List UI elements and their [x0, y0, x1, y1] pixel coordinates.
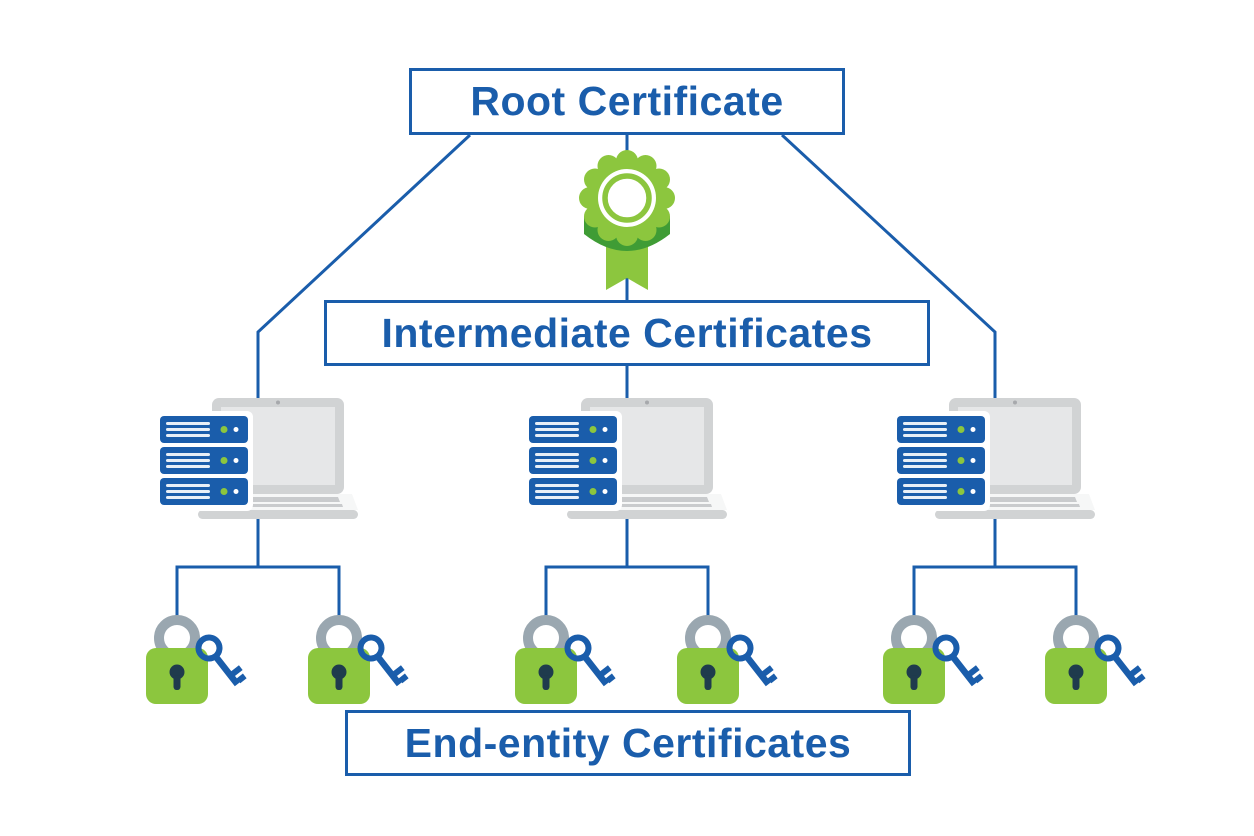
- root-certificate-box: Root Certificate: [409, 68, 845, 135]
- server-laptop-icon: [527, 398, 727, 530]
- padlock-key-icon: [506, 608, 618, 712]
- padlock-key-icon: [874, 608, 986, 712]
- intermediate-certificates-box: Intermediate Certificates: [324, 300, 930, 366]
- end-entity-certificates-label: End-entity Certificates: [404, 719, 852, 766]
- certificate-badge-icon: [562, 138, 692, 302]
- root-certificate-label: Root Certificate: [470, 78, 784, 124]
- server-laptop-icon: [158, 398, 358, 530]
- server-laptop-icon: [895, 398, 1095, 530]
- connector-root-to-left-node: [256, 133, 472, 412]
- padlock-key-icon: [137, 608, 249, 712]
- intermediate-certificates-label: Intermediate Certificates: [381, 309, 873, 356]
- end-entity-certificates-box: End-entity Certificates: [345, 710, 911, 776]
- padlock-key-icon: [1036, 608, 1148, 712]
- padlock-key-icon: [299, 608, 411, 712]
- connector-root-to-right-node: [780, 133, 997, 412]
- padlock-key-icon: [668, 608, 780, 712]
